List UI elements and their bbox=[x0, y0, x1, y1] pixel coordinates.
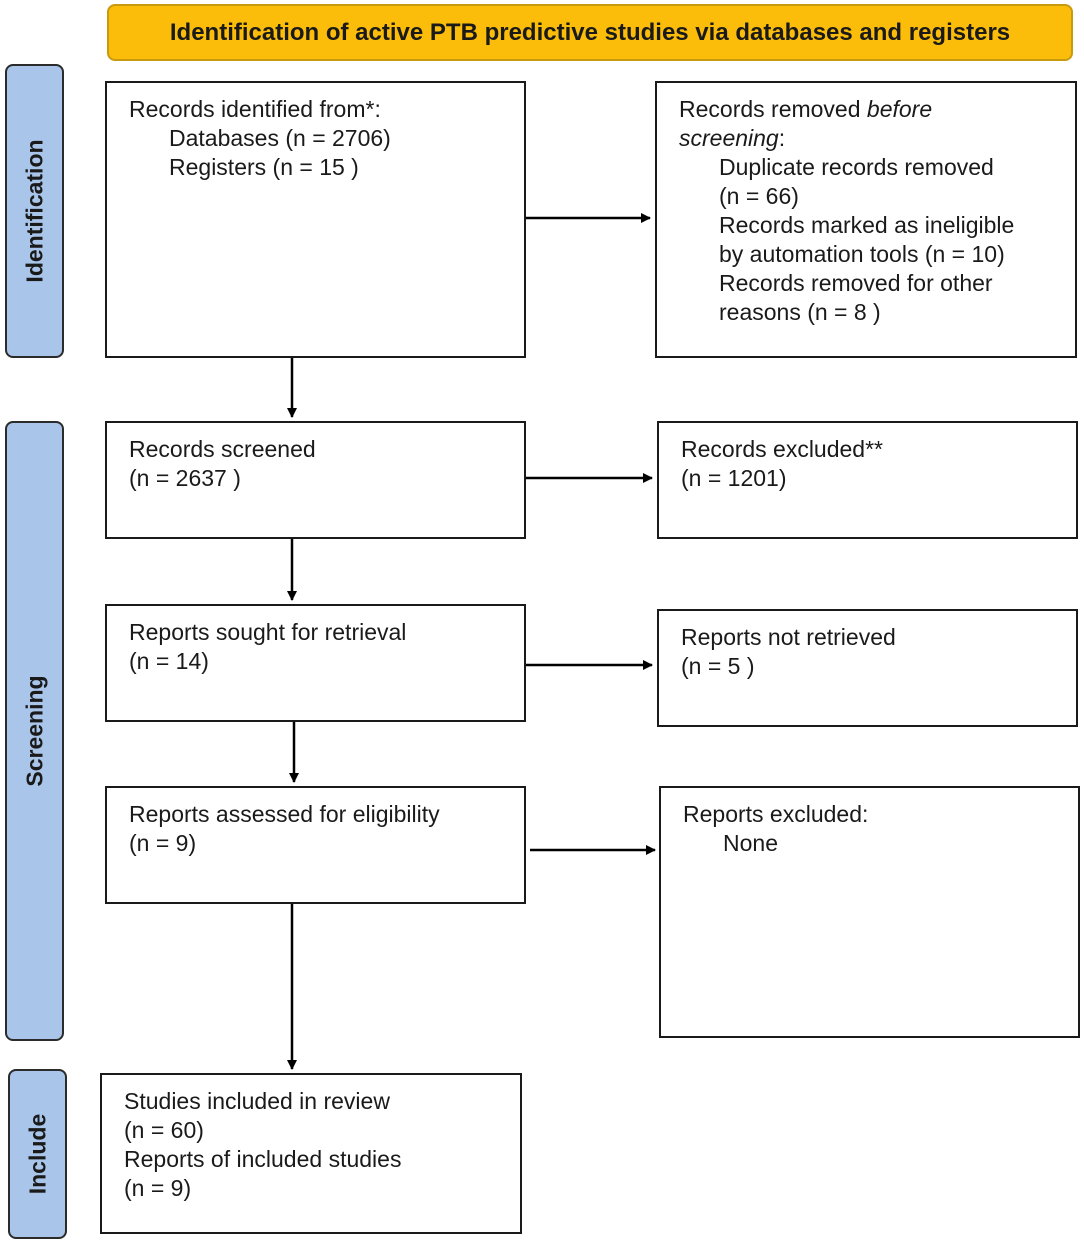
removed-heading-colon: : bbox=[778, 125, 786, 151]
duplicates-count: (n = 66) bbox=[719, 183, 799, 209]
records-screened-count: (n = 2637 ) bbox=[129, 465, 241, 491]
records-removed-heading-2: screening: bbox=[679, 124, 1075, 153]
records-screened-label: Records screened bbox=[129, 436, 316, 462]
other-label: Records removed for other bbox=[719, 270, 993, 296]
diagram-title: Identification of active PTB predictive … bbox=[107, 4, 1073, 61]
reports-excluded-box: Reports excluded: None bbox=[659, 786, 1080, 1038]
reports-sought-label: Reports sought for retrieval bbox=[129, 619, 407, 645]
records-removed-heading: Records removed before bbox=[679, 95, 1075, 124]
records-identified-heading: Records identified from*: bbox=[129, 96, 381, 122]
duplicates-label: Duplicate records removed bbox=[719, 154, 994, 180]
ineligible-label: Records marked as ineligible bbox=[719, 212, 1015, 238]
reports-assessed-box: Reports assessed for eligibility (n = 9) bbox=[105, 786, 526, 904]
reports-not-retrieved-count: (n = 5 ) bbox=[681, 653, 755, 679]
removed-heading-text: Records removed bbox=[679, 96, 867, 122]
reports-assessed-label: Reports assessed for eligibility bbox=[129, 801, 440, 827]
reports-included-label: Reports of included studies bbox=[124, 1146, 402, 1172]
removed-heading-screening: screening bbox=[679, 125, 779, 151]
records-removed-box: Records removed before screening: Duplic… bbox=[655, 81, 1077, 358]
studies-included-count: (n = 60) bbox=[124, 1117, 204, 1143]
records-excluded-count: (n = 1201) bbox=[681, 465, 787, 491]
reports-sought-count: (n = 14) bbox=[129, 648, 209, 674]
reports-not-retrieved-box: Reports not retrieved (n = 5 ) bbox=[657, 609, 1078, 727]
reports-assessed-count: (n = 9) bbox=[129, 830, 197, 856]
phase-screening: Screening bbox=[5, 421, 64, 1041]
records-excluded-box: Records excluded** (n = 1201) bbox=[657, 421, 1078, 539]
records-excluded-label: Records excluded** bbox=[681, 436, 884, 462]
other-count: reasons (n = 8 ) bbox=[719, 299, 881, 325]
reports-excluded-label: Reports excluded: bbox=[683, 801, 869, 827]
reports-sought-box: Reports sought for retrieval (n = 14) bbox=[105, 604, 526, 722]
removed-heading-before: before bbox=[866, 96, 933, 122]
ineligible-count: by automation tools (n = 10) bbox=[719, 241, 1005, 267]
phase-include: Include bbox=[8, 1069, 67, 1239]
registers-count: Registers (n = 15 ) bbox=[169, 154, 359, 180]
records-screened-box: Records screened (n = 2637 ) bbox=[105, 421, 526, 539]
reports-not-retrieved-label: Reports not retrieved bbox=[681, 624, 896, 650]
databases-count: Databases (n = 2706) bbox=[169, 125, 391, 151]
studies-included-box: Studies included in review (n = 60) Repo… bbox=[100, 1073, 522, 1234]
reports-excluded-value: None bbox=[723, 830, 778, 856]
records-identified-box: Records identified from*: Databases (n =… bbox=[105, 81, 526, 358]
phase-identification: Identification bbox=[5, 64, 64, 358]
studies-included-label: Studies included in review bbox=[124, 1088, 390, 1114]
reports-included-count: (n = 9) bbox=[124, 1175, 192, 1201]
